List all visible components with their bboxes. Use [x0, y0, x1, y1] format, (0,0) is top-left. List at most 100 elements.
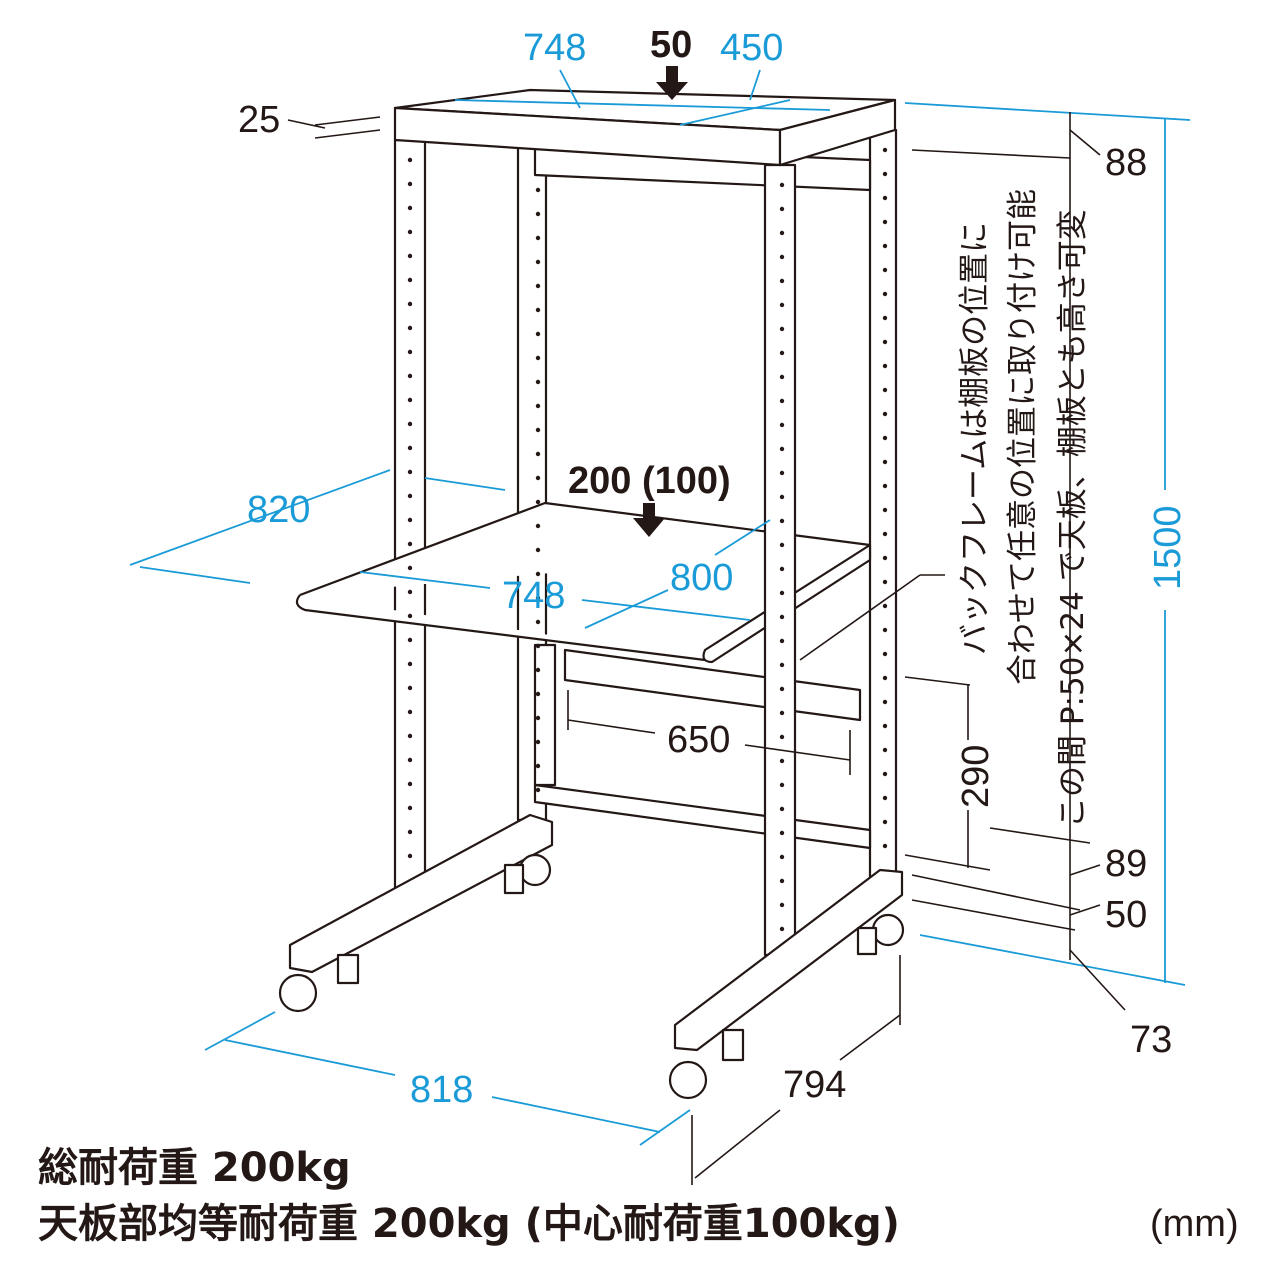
- dim-base-depth: 794: [783, 1064, 846, 1106]
- post-hole: [882, 579, 888, 585]
- post-hole: [535, 187, 541, 193]
- dim-top-depth: 450: [720, 27, 783, 69]
- post-hole: [882, 603, 888, 609]
- post-hole: [535, 643, 541, 649]
- post-hole: [882, 291, 888, 297]
- post-hole: [407, 301, 413, 307]
- post-hole: [407, 565, 413, 571]
- post-hole: [882, 795, 888, 801]
- post-hole: [882, 339, 888, 345]
- load-notes: 総耐荷重 200kg 天板部均等耐荷重 200kg (中心耐荷重100kg): [38, 1140, 900, 1252]
- post-hole: [535, 739, 541, 745]
- post-hole: [779, 278, 785, 284]
- post-hole: [407, 373, 413, 379]
- post-hole: [779, 326, 785, 332]
- height-adjust-note: この間 P:50×24 で天板、棚板とも高さ可変: [1055, 209, 1091, 828]
- post-hole: [779, 254, 785, 260]
- post-hole: [407, 205, 413, 211]
- post-hole: [882, 387, 888, 393]
- post-hole: [407, 157, 413, 163]
- post-hole: [779, 686, 785, 692]
- post-hole: [779, 710, 785, 716]
- back-frame-note-line2: 合わせて任意の位置に取り付け可能: [1005, 189, 1041, 685]
- dim-top-width: 748: [523, 27, 586, 69]
- post-hole: [535, 331, 541, 337]
- post-hole: [535, 595, 541, 601]
- dim-overall-depth: 820: [247, 489, 310, 531]
- post-hole: [535, 691, 541, 697]
- post-hole: [882, 267, 888, 273]
- post-hole: [407, 805, 413, 811]
- post-hole: [779, 398, 785, 404]
- dim-top-load: 50: [650, 24, 692, 66]
- post-hole: [407, 853, 413, 859]
- post-hole: [407, 661, 413, 667]
- post-hole: [882, 627, 888, 633]
- post-hole: [779, 590, 785, 596]
- post-hole: [779, 470, 785, 476]
- post-hole: [535, 475, 541, 481]
- front-left-post: [393, 138, 427, 894]
- post-hole: [535, 571, 541, 577]
- post-hole: [779, 878, 785, 884]
- post-hole: [779, 518, 785, 524]
- dim-shelf-load: 200 (100): [568, 460, 731, 502]
- dim-shelf-depth: 800: [670, 557, 733, 599]
- post-hole: [882, 243, 888, 249]
- post-hole: [535, 451, 541, 457]
- post-hole: [779, 806, 785, 812]
- unit-label: (mm): [1150, 1203, 1239, 1245]
- casters: [278, 853, 905, 1100]
- post-hole: [779, 926, 785, 932]
- back-frame-bracket: [533, 643, 557, 787]
- post-hole: [535, 763, 541, 769]
- post-hole: [407, 325, 413, 331]
- post-hole: [535, 427, 541, 433]
- dim-base-width: 818: [410, 1069, 473, 1111]
- right-base: [673, 868, 904, 1052]
- post-hole: [535, 403, 541, 409]
- post-hole: [779, 614, 785, 620]
- post-hole: [407, 517, 413, 523]
- post-hole: [882, 651, 888, 657]
- post-hole: [535, 667, 541, 673]
- post-hole: [407, 277, 413, 283]
- post-hole: [407, 757, 413, 763]
- post-hole: [882, 459, 888, 465]
- post-hole: [407, 637, 413, 643]
- post-hole: [407, 253, 413, 259]
- post-hole: [535, 499, 541, 505]
- post-hole: [535, 307, 541, 313]
- dim-shelf-width: 748: [502, 575, 565, 617]
- dim-top-offset: 88: [1105, 142, 1147, 184]
- post-hole: [882, 555, 888, 561]
- post-hole: [535, 211, 541, 217]
- post-hole: [882, 819, 888, 825]
- post-hole: [882, 171, 888, 177]
- post-hole: [407, 709, 413, 715]
- post-hole: [407, 445, 413, 451]
- post-hole: [407, 781, 413, 787]
- dimension-lines: [129, 69, 1191, 1146]
- post-hole: [779, 302, 785, 308]
- post-hole: [407, 613, 413, 619]
- post-hole: [882, 219, 888, 225]
- post-hole: [882, 315, 888, 321]
- post-hole: [779, 206, 785, 212]
- top-load-note: 天板部均等耐荷重 200kg (中心耐荷重100kg): [38, 1201, 900, 1247]
- post-hole: [779, 446, 785, 452]
- post-hole: [779, 494, 785, 500]
- post-hole: [779, 422, 785, 428]
- back-right-post: [868, 128, 898, 882]
- post-hole: [882, 843, 888, 849]
- post-hole: [779, 902, 785, 908]
- lower-bar: [533, 783, 872, 850]
- post-hole: [882, 771, 888, 777]
- post-hole: [407, 469, 413, 475]
- post-hole: [882, 411, 888, 417]
- post-hole: [535, 283, 541, 289]
- dim-base-height: 73: [1130, 1019, 1172, 1061]
- post-hole: [779, 230, 785, 236]
- post-hole: [779, 182, 785, 188]
